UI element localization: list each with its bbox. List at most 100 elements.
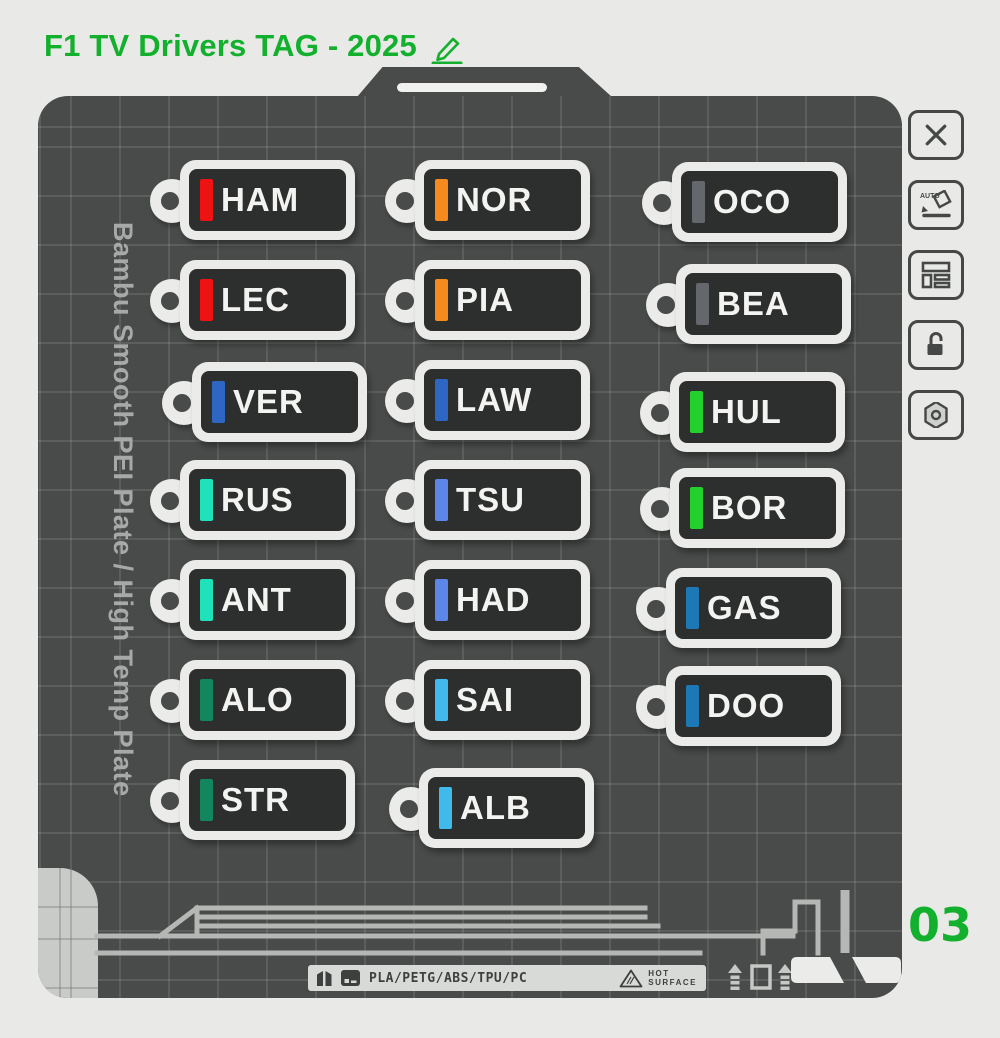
tag-body: HUL (670, 372, 845, 452)
tag-body: ANT (180, 560, 355, 640)
close-icon (925, 124, 947, 146)
tag-body: GAS (666, 568, 841, 648)
arrange-icon (921, 261, 951, 289)
tag-face: BEA (685, 273, 842, 335)
warning-triangle-icon (619, 969, 643, 987)
tag-face: VER (201, 371, 358, 433)
flex-plate-icons (728, 964, 792, 990)
team-color-bar (212, 381, 225, 423)
tag-alb[interactable]: ALB (389, 768, 594, 848)
tag-nor[interactable]: NOR (385, 160, 590, 240)
arrange-button[interactable] (908, 250, 964, 300)
team-color-bar (435, 479, 448, 521)
team-color-bar (435, 579, 448, 621)
tag-pia[interactable]: PIA (385, 260, 590, 340)
auto-orient-icon: AUTO (920, 190, 952, 218)
team-color-bar (690, 487, 703, 529)
driver-code: PIA (456, 281, 515, 318)
driver-code: DOO (707, 687, 786, 724)
tag-face: LAW (424, 369, 581, 431)
bambu-logo-icon (317, 970, 332, 986)
tag-had[interactable]: HAD (385, 560, 590, 640)
driver-code: LAW (456, 381, 533, 418)
driver-code: TSU (456, 481, 525, 518)
hot-surface-warning: HOT SURFACE (619, 969, 697, 988)
driver-code: HUL (711, 393, 782, 430)
lock-open-icon (927, 332, 943, 355)
material-strip: PLA/PETG/ABS/TPU/PC HOT SURFACE (308, 965, 706, 991)
driver-code: OCO (713, 183, 792, 220)
team-color-bar (435, 179, 448, 221)
team-color-bar (690, 391, 703, 433)
tag-alo[interactable]: ALO (150, 660, 355, 740)
tag-doo[interactable]: DOO (636, 666, 841, 746)
warning-text-line2: SURFACE (648, 978, 697, 987)
team-color-bar (686, 685, 699, 727)
team-color-bar (200, 679, 213, 721)
plate-toolbar: AUTO (908, 110, 964, 440)
tag-rus[interactable]: RUS (150, 460, 355, 540)
svg-text:AUTO: AUTO (920, 193, 940, 200)
driver-code: BEA (717, 285, 790, 322)
team-color-bar (435, 379, 448, 421)
lock-plate-button[interactable] (908, 320, 964, 370)
tag-face: TSU (424, 469, 581, 531)
tag-face: HAM (189, 169, 346, 231)
tag-face: SAI (424, 669, 581, 731)
driver-code: GAS (707, 589, 782, 626)
tag-face: PIA (424, 269, 581, 331)
team-color-bar (686, 587, 699, 629)
edit-title-icon[interactable] (429, 32, 465, 64)
driver-code: STR (221, 781, 290, 818)
corner-marker-shapes (791, 957, 901, 983)
driver-code: RUS (221, 481, 294, 518)
tag-face: BOR (679, 477, 836, 539)
warning-text-line1: HOT (648, 969, 670, 978)
tag-face: HAD (424, 569, 581, 631)
driver-code: ALB (460, 789, 531, 826)
plate-settings-button[interactable] (908, 390, 964, 440)
tag-ver[interactable]: VER (162, 362, 367, 442)
plate-handle-slot (397, 83, 547, 92)
team-color-bar (200, 579, 213, 621)
tag-body: PIA (415, 260, 590, 340)
tag-face: ALB (428, 777, 585, 839)
tag-face: ANT (189, 569, 346, 631)
tag-bor[interactable]: BOR (640, 468, 845, 548)
team-color-bar (439, 787, 452, 829)
tag-oco[interactable]: OCO (642, 162, 847, 242)
team-color-bar (435, 279, 448, 321)
plate-title-row: F1 TV Drivers TAG - 2025 (44, 28, 465, 64)
tag-gas[interactable]: GAS (636, 568, 841, 648)
build-plate[interactable]: Bambu Smooth PEI Plate / High Temp Plate… (38, 96, 902, 998)
tag-face: NOR (424, 169, 581, 231)
tag-bea[interactable]: BEA (646, 264, 851, 344)
tag-body: DOO (666, 666, 841, 746)
tag-hul[interactable]: HUL (640, 372, 845, 452)
driver-code: SAI (456, 681, 515, 718)
team-color-bar (696, 283, 709, 325)
tag-body: HAM (180, 160, 355, 240)
tag-body: LAW (415, 360, 590, 440)
tag-lec[interactable]: LEC (150, 260, 355, 340)
tag-ham[interactable]: HAM (150, 160, 355, 240)
driver-code: NOR (456, 181, 533, 218)
team-color-bar (692, 181, 705, 223)
tag-law[interactable]: LAW (385, 360, 590, 440)
tag-tsu[interactable]: TSU (385, 460, 590, 540)
tag-str[interactable]: STR (150, 760, 355, 840)
materials-text: PLA/PETG/ABS/TPU/PC (369, 970, 528, 986)
team-color-bar (435, 679, 448, 721)
tag-body: SAI (415, 660, 590, 740)
tag-face: HUL (679, 381, 836, 443)
tag-face: OCO (681, 171, 838, 233)
tag-ant[interactable]: ANT (150, 560, 355, 640)
tag-body: NOR (415, 160, 590, 240)
driver-code: BOR (711, 489, 788, 526)
tag-body: RUS (180, 460, 355, 540)
tag-sai[interactable]: SAI (385, 660, 590, 740)
auto-orient-button[interactable]: AUTO (908, 180, 964, 230)
tag-grid: HAM NOR OCO LEC (150, 160, 858, 860)
close-plate-button[interactable] (908, 110, 964, 160)
